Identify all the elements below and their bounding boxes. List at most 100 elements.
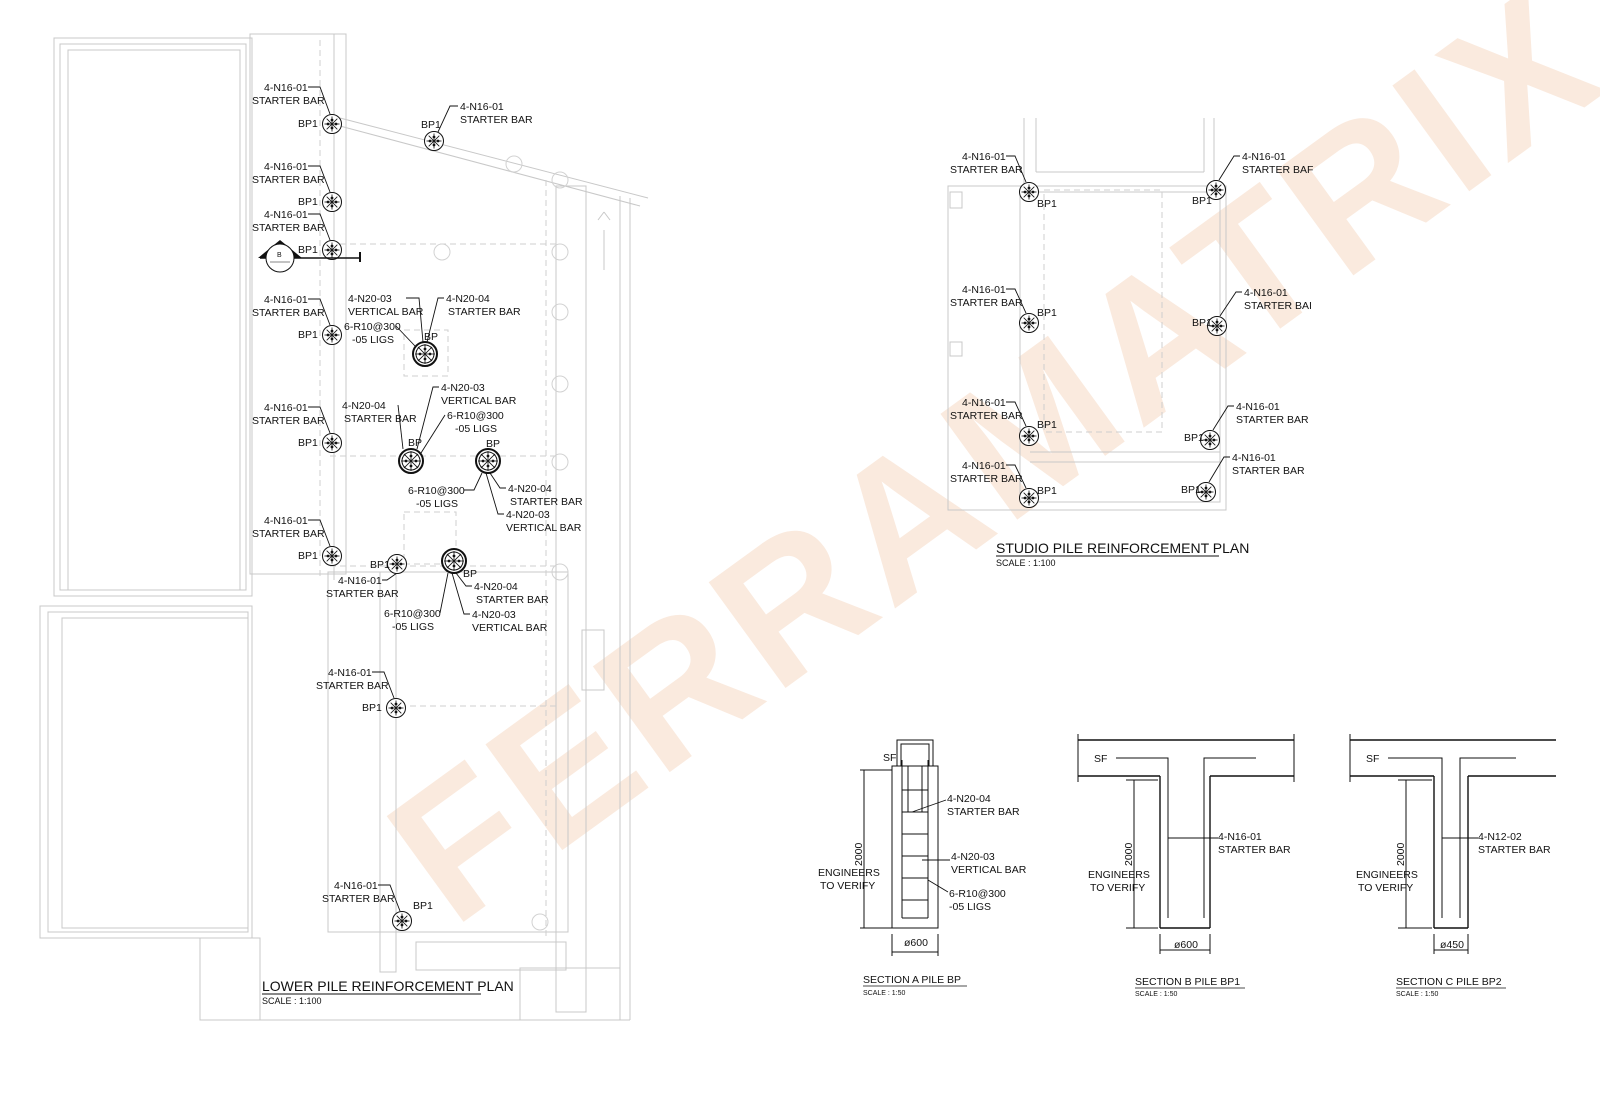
bp1-pile-icon (1200, 430, 1220, 450)
callout-bar-mark: 4-N16-01 (264, 294, 308, 306)
ligs-note: -05 LIGS (392, 621, 434, 633)
section-b-verify-2: TO VERIFY (1090, 882, 1145, 894)
section-a-verify-2: TO VERIFY (820, 880, 875, 892)
callout-bar-note: STARTER BAR (1232, 465, 1305, 477)
pile-label: BP1 (1037, 198, 1057, 210)
bp1-pile-icon (1019, 182, 1039, 202)
section-a-note-1-text: STARTER BAR (947, 806, 1020, 818)
section-a-note-3-text: -05 LIGS (949, 901, 991, 913)
starter-bar-mark: 4-N20-04 (474, 581, 518, 593)
section-c-scale: SCALE : 1:50 (1396, 991, 1439, 998)
bp1-pile-icon (1019, 313, 1039, 333)
callout-bar-note: STARTER BAR (252, 415, 325, 427)
section-c-title: SECTION C PILE BP2 (1396, 976, 1502, 988)
callout-bar-note: STARTER BAR (950, 410, 1023, 422)
ligs-note: -05 LIGS (352, 334, 394, 346)
section-a-sf: SF (883, 752, 896, 764)
pile-label: BP1 (298, 118, 318, 130)
bp-pile-icon (475, 448, 501, 474)
section-b-scale: SCALE : 1:50 (1135, 991, 1178, 998)
pile-label: BP1 (298, 437, 318, 449)
vertical-bar-mark: 4-N20-03 (506, 509, 550, 521)
section-marker-letter: B (277, 252, 282, 259)
pile-label: BP1 (413, 900, 433, 912)
section-a-note-3-bar: 6-R10@300 (949, 888, 1006, 900)
bp1-pile-icon (1206, 180, 1226, 200)
callout-bar-note: STARTER BAR (252, 222, 325, 234)
bp1-pile-icon (1019, 426, 1039, 446)
studio-plan-title-block: STUDIO PILE REINFORCEMENT PLAN SCALE : 1… (996, 540, 1249, 568)
starter-bar-note: STARTER BAR (344, 413, 417, 425)
section-b-text: SF 4-N16-01 STARTER BAR 2000 ENGINEERS T… (1088, 753, 1291, 998)
callout-bar-note: STARTER BAR (950, 164, 1023, 176)
section-b-note-bar: 4-N16-01 (1218, 831, 1262, 843)
starter-bar-note: STARTER BAR (476, 594, 549, 606)
starter-bar-mark: 4-N20-04 (342, 400, 386, 412)
callout-bar-mark: 4-N16-01 (460, 101, 504, 113)
callout-bar-note: STARTER BAR (1236, 414, 1309, 426)
bp1-pile-icon (1019, 488, 1039, 508)
ligs-note: -05 LIGS (455, 423, 497, 435)
vertical-bar-note: VERTICAL BAR (348, 306, 424, 318)
pile-label: BP (463, 568, 477, 580)
bp1-pile-icon (322, 433, 342, 453)
section-a-dia: ø600 (904, 937, 928, 949)
pile-label: BP1 (1184, 432, 1204, 444)
bp1-pile-icon (322, 114, 342, 134)
section-a-note-1-bar: 4-N20-04 (947, 793, 991, 805)
starter-bar-note: STARTER BAR (510, 496, 583, 508)
section-b-sf: SF (1094, 753, 1107, 765)
pile-label: BP1 (1037, 307, 1057, 319)
starter-bar-note: STARTER BAR (448, 306, 521, 318)
vertical-bar-note: VERTICAL BAR (506, 522, 582, 534)
section-c-verify-1: ENGINEERS (1356, 869, 1418, 881)
section-b-depth: 2000 (1123, 842, 1135, 866)
callout-bar-mark: 4-N16-01 (264, 82, 308, 94)
bp1-pile-icon (322, 192, 342, 212)
vertical-bar-mark: 4-N20-03 (348, 293, 392, 305)
callout-bar-mark: 4-N16-01 (1232, 452, 1276, 464)
pile-label: BP1 (1037, 419, 1057, 431)
callout-bar-mark: 4-N16-01 (962, 460, 1006, 472)
ligs-mark: 6-R10@300 (384, 608, 441, 620)
section-c-note-bar: 4-N12-02 (1478, 831, 1522, 843)
vertical-bar-mark: 4-N20-03 (441, 382, 485, 394)
bp1-pile-icon (387, 554, 407, 574)
lower-plan-grid-marks (433, 155, 569, 931)
ligs-note: -05 LIGS (416, 498, 458, 510)
pile-label: BP1 (421, 119, 441, 131)
pile-label: BP1 (298, 196, 318, 208)
callout-bar-note: STARTER BAF (1242, 164, 1313, 176)
section-a-verify-1: ENGINEERS (818, 867, 880, 879)
callout-bar-mark: 4-N16-01 (264, 161, 308, 173)
section-c-note-text: STARTER BAR (1478, 844, 1551, 856)
section-c-verify-2: TO VERIFY (1358, 882, 1413, 894)
pile-label: BP1 (298, 550, 318, 562)
bp1-pile-icon (386, 698, 406, 718)
studio-plan-outline (947, 118, 1227, 511)
callout-bar-mark: 4-N16-01 (264, 209, 308, 221)
pile-label: BP1 (1181, 484, 1201, 496)
pile-label: BP (486, 438, 500, 450)
section-a-scale: SCALE : 1:50 (863, 990, 906, 997)
vertical-bar-mark: 4-N20-03 (472, 609, 516, 621)
callout-bar-note: STARTER BAR (316, 680, 389, 692)
section-c-depth: 2000 (1395, 842, 1407, 866)
callout-bar-mark: 4-N16-01 (338, 575, 382, 587)
bp-pile-icon (441, 548, 467, 574)
